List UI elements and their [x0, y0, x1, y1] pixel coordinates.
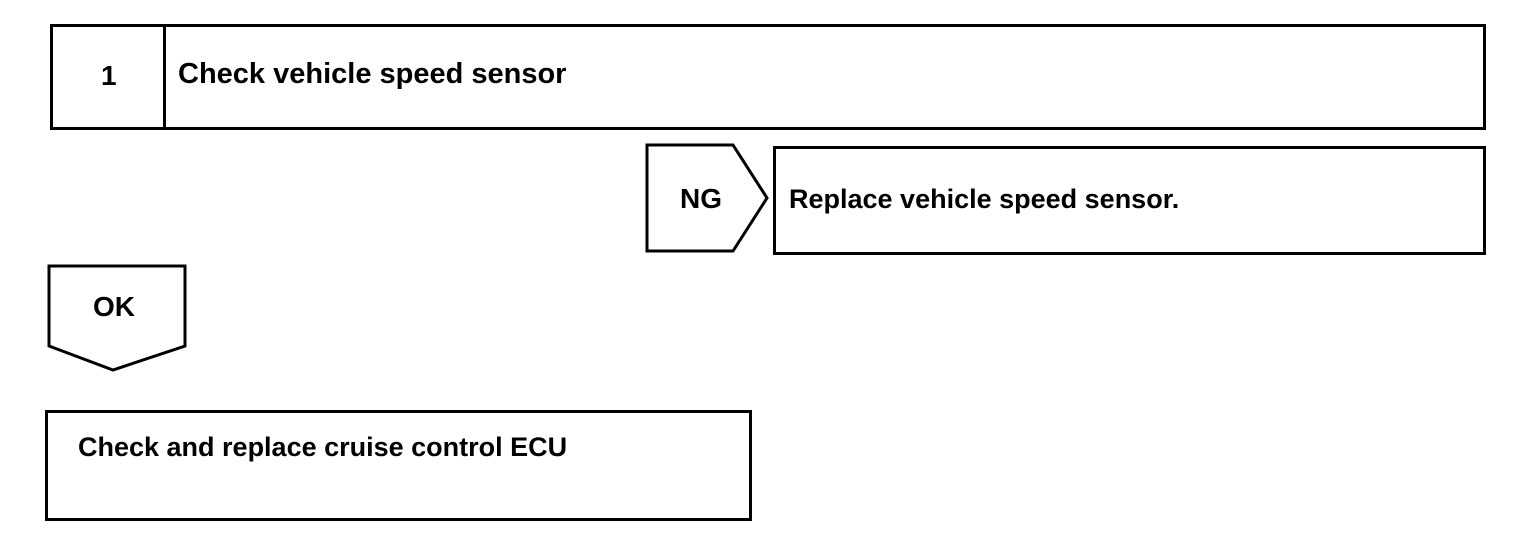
step-number: 1 — [101, 60, 117, 91]
step-number-divider — [163, 24, 166, 130]
ok-label: OK — [93, 291, 135, 322]
ok-action-box — [45, 410, 752, 521]
ng-action-box — [773, 146, 1486, 255]
step-header-box — [50, 24, 1486, 130]
ng-label: NG — [680, 183, 722, 214]
ng-arrow-shape — [645, 143, 769, 253]
step-title: Check vehicle speed sensor — [178, 58, 567, 90]
ok-arrow-shape — [47, 264, 187, 372]
ok-action-text: Check and replace cruise control ECU — [78, 432, 568, 462]
ng-action-text: Replace vehicle speed sensor. — [789, 184, 1180, 214]
